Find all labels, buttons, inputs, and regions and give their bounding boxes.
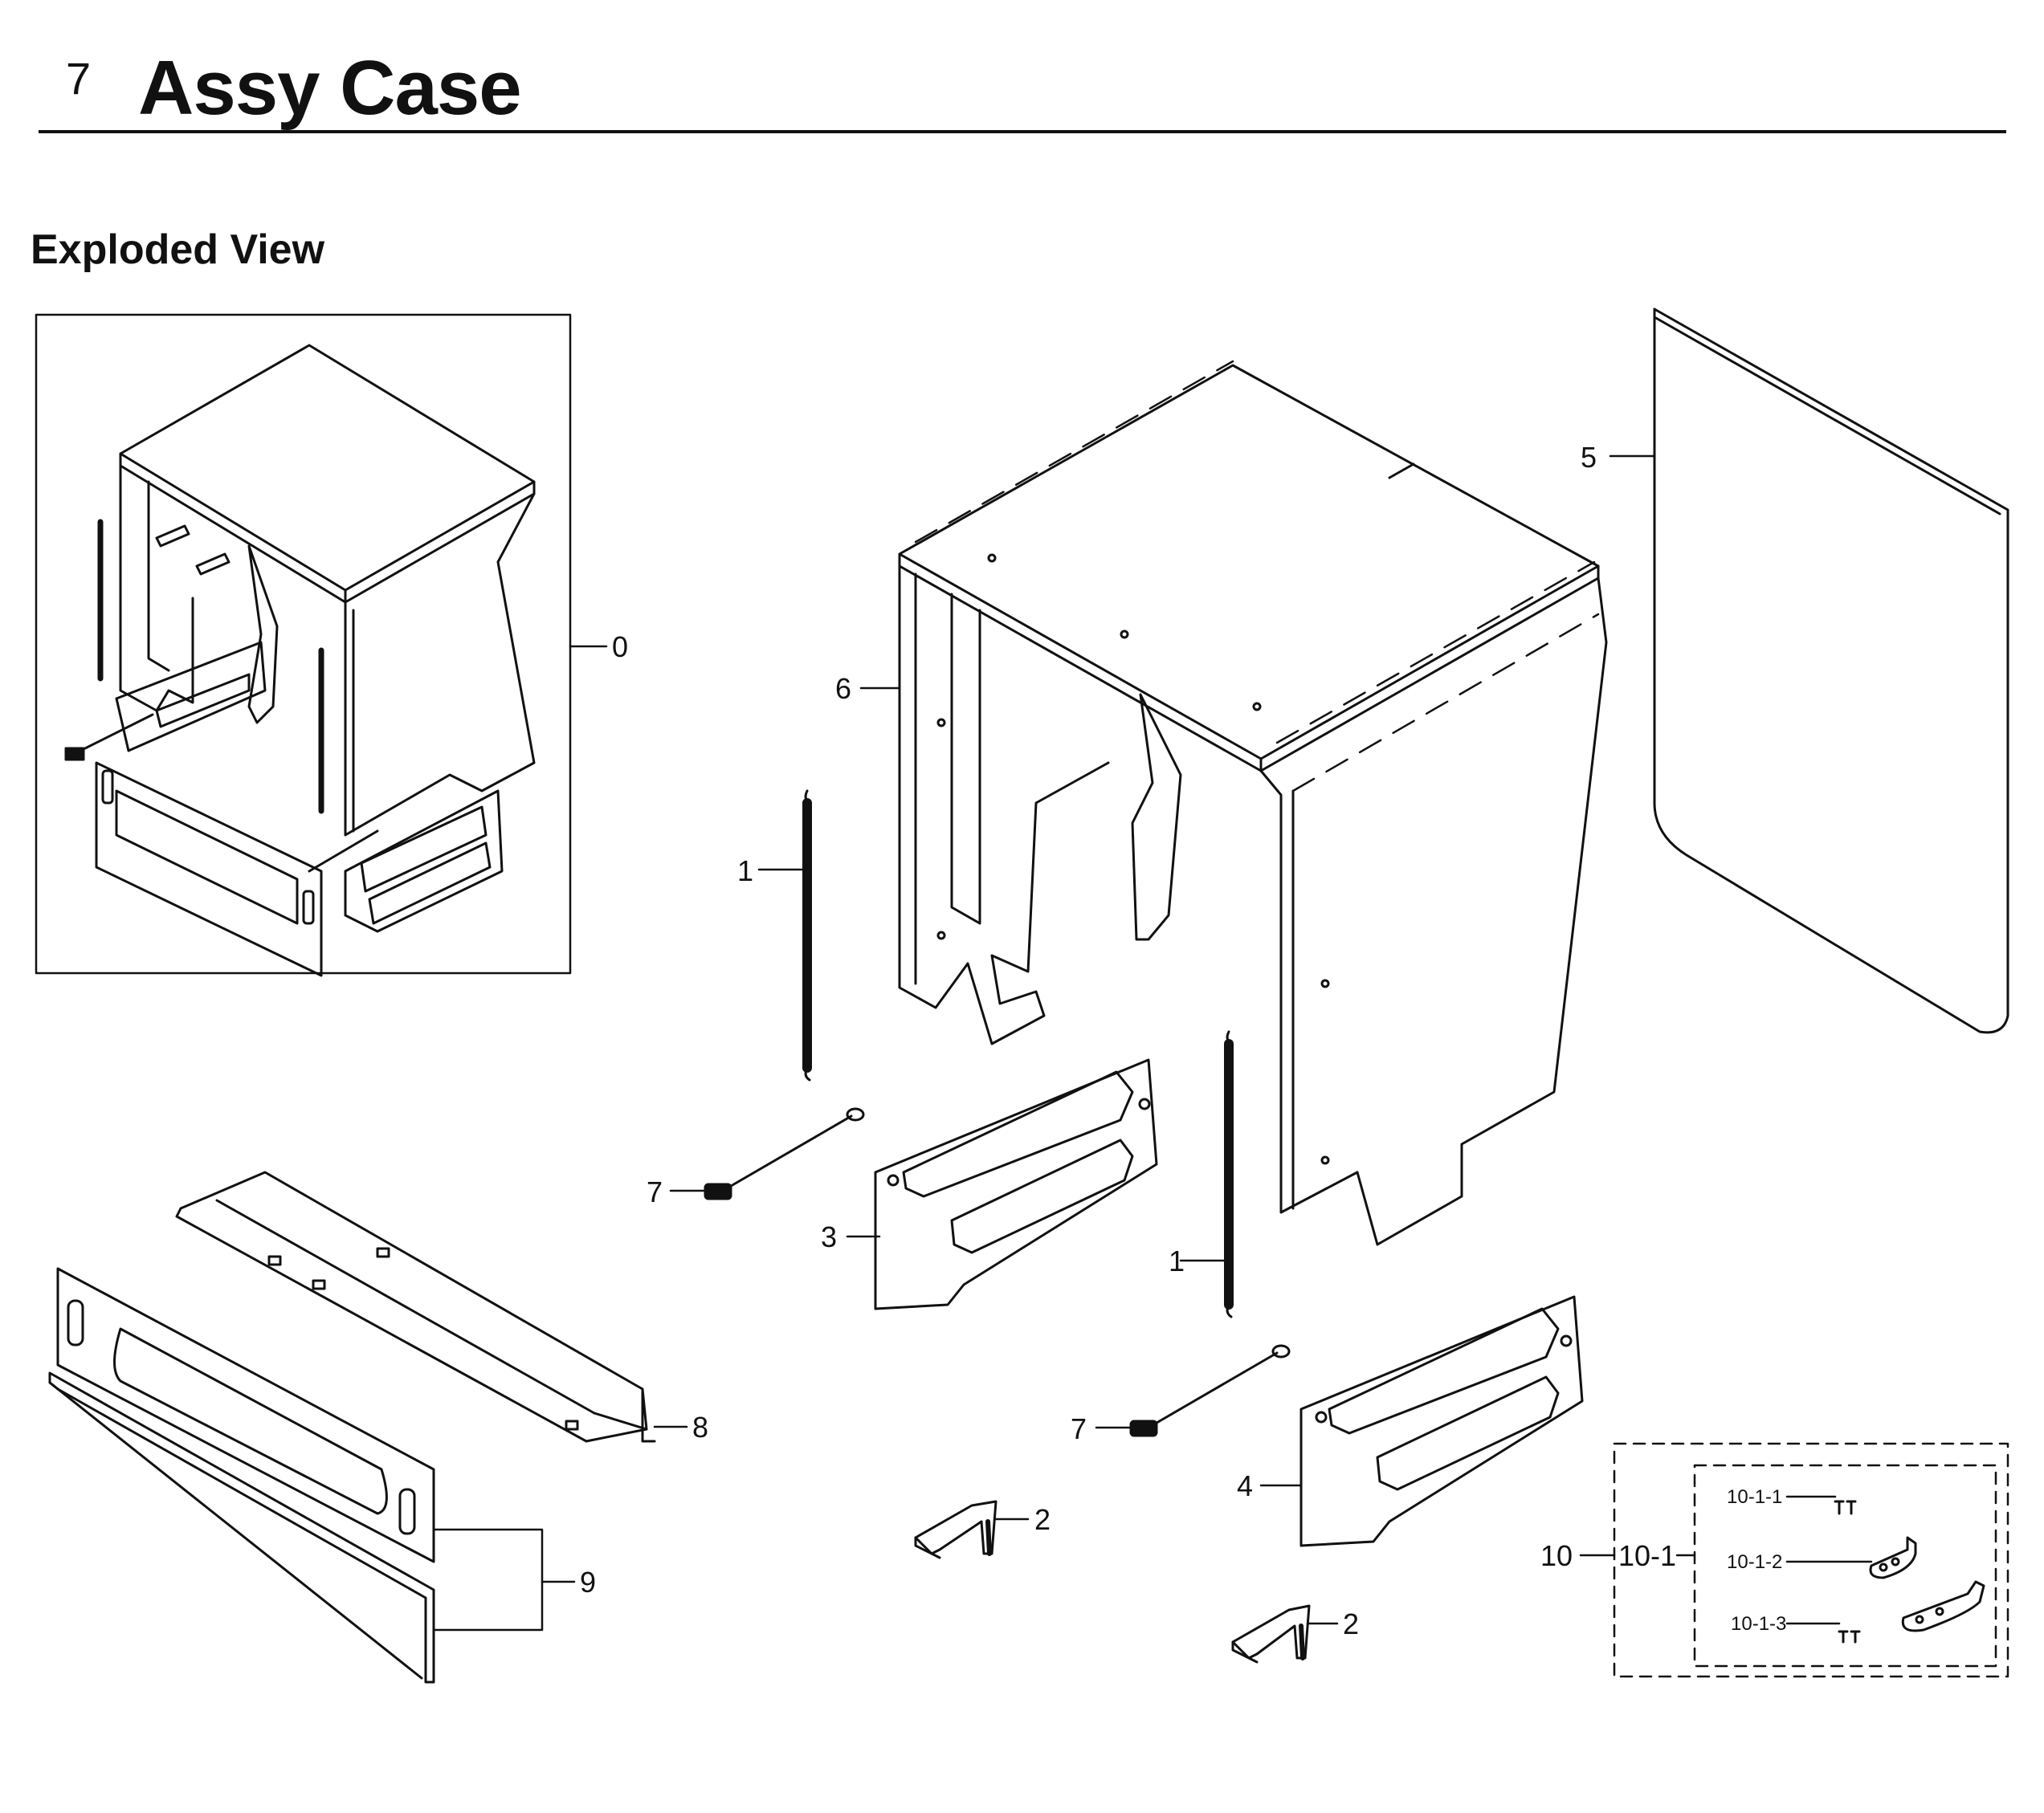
- callout-2-lower: 2: [1343, 1607, 1359, 1640]
- callout-10-1: 10-1: [1618, 1539, 1676, 1572]
- part-2-foot-lower: [1231, 1604, 1311, 1664]
- callout-10-1-2: 10-1-2: [1727, 1551, 1782, 1573]
- part-10-hardware-kit: [1613, 1442, 2009, 1678]
- part-1-spring-left: [802, 789, 812, 1082]
- section-number: 7: [66, 53, 92, 104]
- part-3-bracket-left: [874, 1058, 1158, 1310]
- callout-7-right: 7: [1071, 1412, 1087, 1445]
- part-0-assembly-overview: [35, 313, 572, 977]
- callout-9: 9: [580, 1566, 596, 1599]
- callout-2-upper: 2: [1034, 1503, 1051, 1536]
- part-6-main-case: [898, 360, 1608, 1246]
- callout-10-1-1: 10-1-1: [1727, 1486, 1782, 1508]
- part-7-cable-right: [1129, 1344, 1291, 1437]
- callout-6: 6: [835, 672, 851, 705]
- callout-1-left: 1: [737, 854, 753, 887]
- page-title: Assy Case: [138, 45, 522, 131]
- part-9-front-panel: [56, 1267, 435, 1563]
- callout-3: 3: [821, 1220, 837, 1253]
- title-rule: [39, 130, 2006, 133]
- callout-10: 10: [1540, 1539, 1573, 1572]
- part-2-foot-upper: [914, 1500, 998, 1559]
- part-7-cable-left: [704, 1107, 865, 1200]
- callout-0: 0: [612, 630, 628, 663]
- callout-4: 4: [1237, 1469, 1253, 1502]
- part-4-bracket-right: [1299, 1295, 1584, 1547]
- callout-1-right: 1: [1169, 1245, 1185, 1277]
- part-5-side-panel: [1653, 308, 2009, 1034]
- section-subtitle: Exploded View: [31, 226, 325, 273]
- part-8-base-rail: [175, 1171, 656, 1443]
- callout-7-left: 7: [647, 1175, 663, 1208]
- callout-8: 8: [692, 1411, 708, 1444]
- part-9-seal: [48, 1371, 435, 1684]
- callout-leaders: [432, 454, 1873, 1632]
- callout-10-1-3: 10-1-3: [1731, 1613, 1786, 1635]
- callout-5: 5: [1581, 441, 1597, 474]
- part-1-spring-right: [1224, 1030, 1234, 1318]
